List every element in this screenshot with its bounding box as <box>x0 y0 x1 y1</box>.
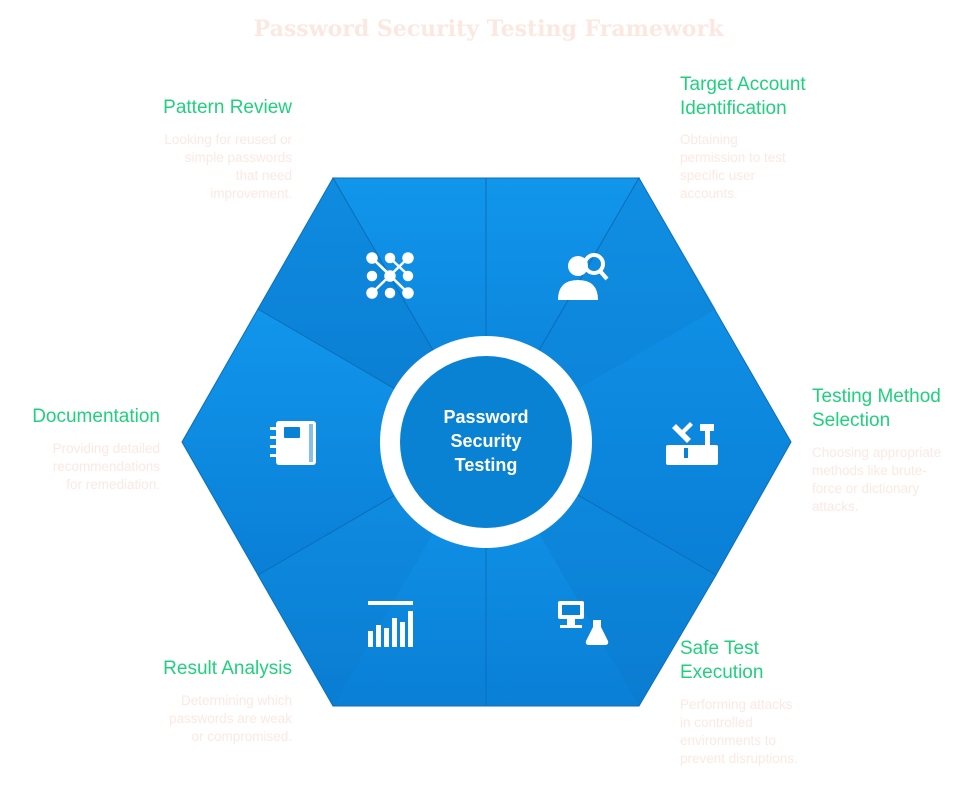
diagram-title: Password Security Testing Framework <box>253 16 724 42</box>
step-desc-line: specific user <box>680 168 756 183</box>
step-title-line: Selection <box>812 410 891 431</box>
center-label-line3: Testing <box>454 455 518 475</box>
tools-icon <box>666 422 718 465</box>
step-desc-line: improvement. <box>210 186 292 201</box>
step-desc-line: in controlled <box>680 715 753 730</box>
step-desc-documentation: Providing detailed recommendations for re… <box>0 440 160 494</box>
step-title-method: Testing Method Selection <box>812 385 941 433</box>
computer-flask-icon <box>558 601 609 645</box>
step-desc-line: recommendations <box>52 459 160 474</box>
step-title-line: Testing Method <box>812 386 941 407</box>
step-title-line: Execution <box>680 662 764 683</box>
step-desc-line: force or dictionary <box>812 481 920 496</box>
step-desc-line: accounts. <box>680 186 738 201</box>
step-title-line: Identification <box>680 98 787 119</box>
step-title-line: Target Account <box>680 74 806 95</box>
step-desc-line: prevent disruptions. <box>680 751 798 766</box>
step-desc-line: Performing attacks <box>680 697 793 712</box>
step-desc-line: Obtaining <box>680 132 738 147</box>
center-hub <box>400 356 572 528</box>
step-desc-line: that need <box>235 168 292 183</box>
step-desc-target: Obtaining permission to test specific use… <box>680 131 786 203</box>
step-title-target: Target Account Identification <box>680 73 806 121</box>
step-desc-pattern: Looking for reused or simple passwords th… <box>92 131 292 203</box>
network-pattern-icon <box>366 252 414 299</box>
center-label-line1: Password <box>443 407 529 427</box>
step-title-documentation: Documentation <box>0 405 160 429</box>
step-desc-line: passwords are weak <box>168 711 292 726</box>
step-title-line: Safe Test <box>680 638 759 659</box>
step-title-line: Documentation <box>32 406 160 427</box>
step-desc-line: for remediation. <box>66 477 160 492</box>
step-title-line: Pattern Review <box>163 97 292 118</box>
step-desc-line: methods like brute- <box>812 463 927 478</box>
step-title-pattern: Pattern Review <box>92 96 292 120</box>
step-desc-line: Looking for reused or <box>164 132 292 147</box>
step-desc-execution: Performing attacks in controlled environm… <box>680 696 798 768</box>
step-title-execution: Safe Test Execution <box>680 637 763 685</box>
center-label: Password Security Testing <box>400 405 572 477</box>
step-desc-line: attacks. <box>812 499 859 514</box>
step-desc-line: or compromised. <box>191 729 292 744</box>
step-desc-line: Providing detailed <box>52 441 160 456</box>
bar-chart-icon <box>368 601 413 647</box>
step-desc-line: environments to <box>680 733 777 748</box>
notebook-icon <box>270 421 316 465</box>
step-desc-line: simple passwords <box>184 150 292 165</box>
step-desc-analysis: Determining which passwords are weak or c… <box>92 692 292 746</box>
step-desc-line: Determining which <box>180 693 292 708</box>
center-label-line2: Security <box>450 431 522 451</box>
user-search-icon <box>558 253 609 300</box>
step-desc-line: permission to test <box>680 150 786 165</box>
step-desc-line: Choosing appropriate <box>812 445 942 460</box>
step-title-line: Result Analysis <box>163 658 292 679</box>
step-title-analysis: Result Analysis <box>92 657 292 681</box>
